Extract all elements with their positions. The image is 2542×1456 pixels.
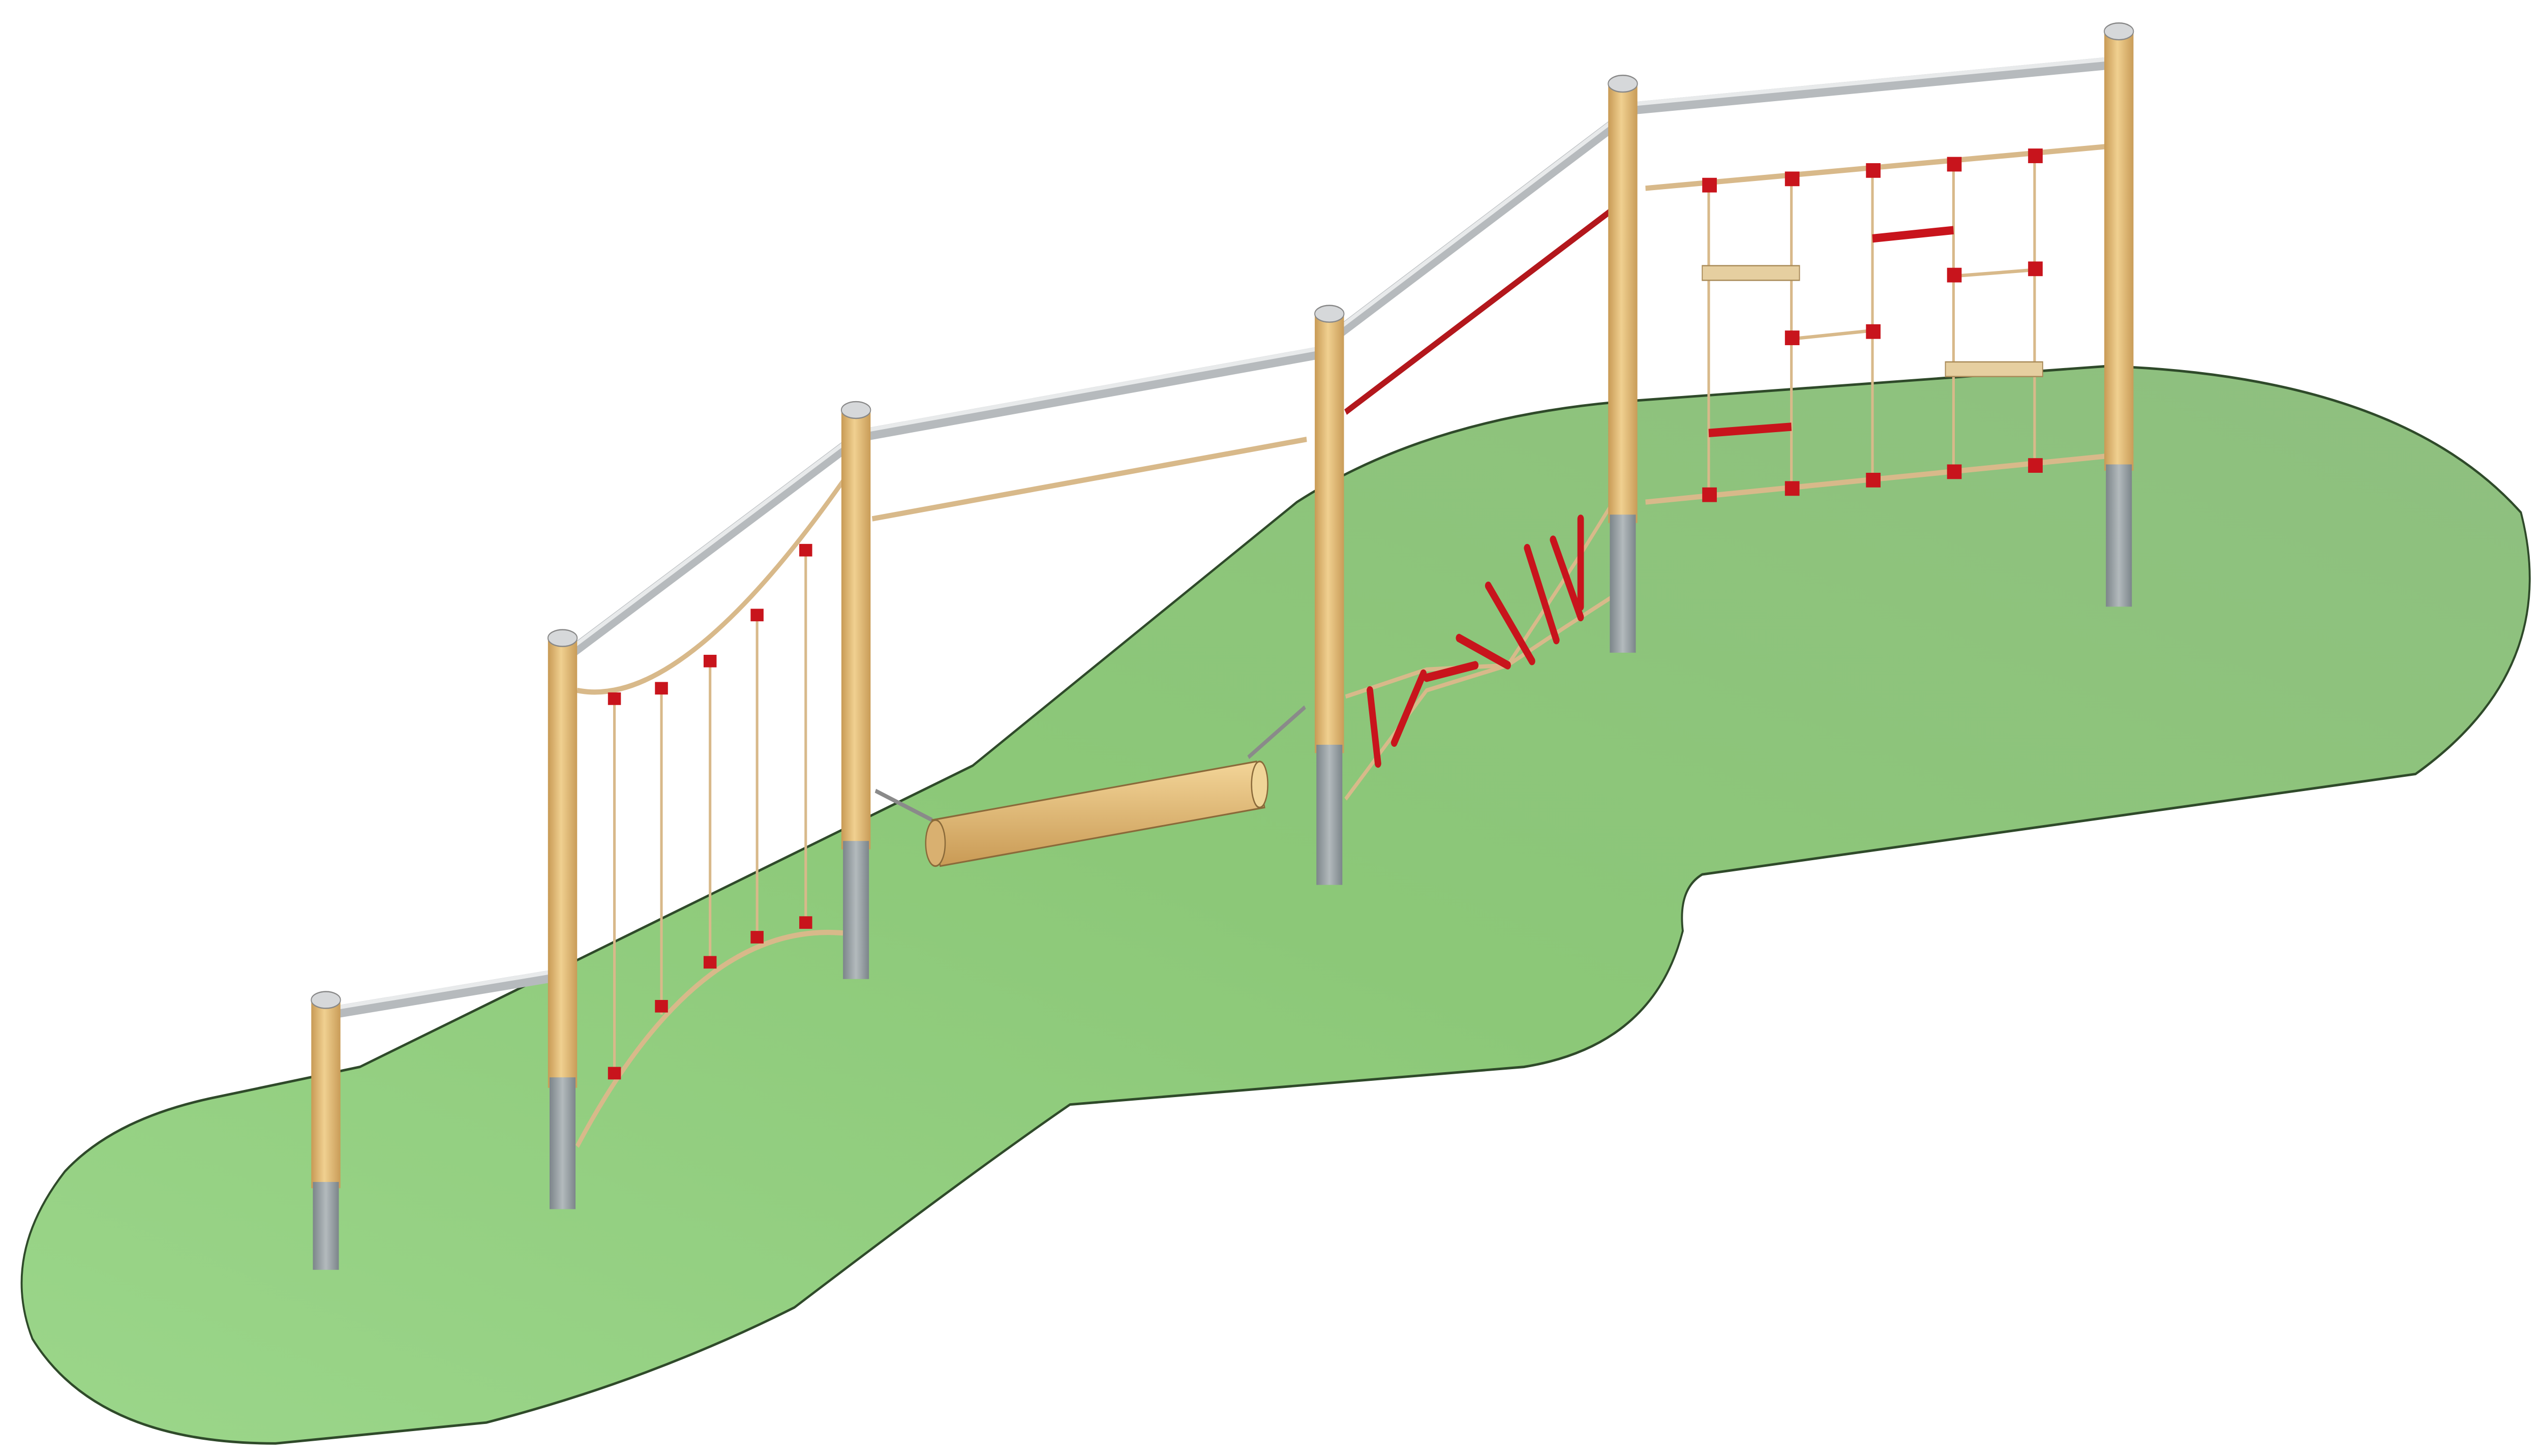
- rail-highlights: [330, 56, 2116, 1011]
- rail-5: [1622, 56, 2119, 115]
- post-3: [841, 401, 871, 979]
- rail-4: [1330, 115, 1623, 341]
- posts: [311, 22, 2134, 1270]
- post-1: [311, 991, 341, 1270]
- ground-surface: [20, 365, 2531, 1445]
- rail-3: [857, 345, 1331, 442]
- post-4: [1314, 305, 1345, 885]
- rope-bridge: [575, 479, 845, 1148]
- post-6: [2104, 22, 2134, 607]
- bridge-top-rope: [577, 479, 845, 695]
- net-plank-1: [1702, 265, 1800, 281]
- hand-rope-section-2: [872, 437, 1307, 522]
- top-rails: [327, 56, 2119, 1019]
- post-5: [1608, 74, 1638, 653]
- bridge-bottom-rope: [575, 929, 843, 1148]
- red-hand-rope: [1344, 206, 1615, 415]
- balance-log: [874, 705, 1306, 867]
- post-2: [547, 629, 578, 1209]
- net-plank-2: [1945, 361, 2043, 377]
- stepping-ladder: [1344, 501, 1615, 801]
- climbing-net: [1645, 143, 2108, 505]
- rail-1: [327, 968, 564, 1019]
- rail-2: [565, 437, 855, 659]
